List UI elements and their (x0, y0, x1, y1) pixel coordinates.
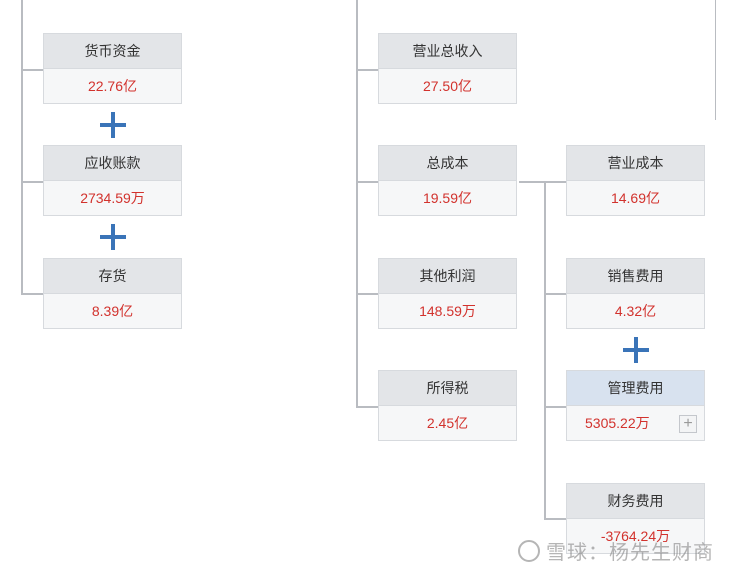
node-accounts-receivable[interactable]: 应收账款 2734.59万 (43, 145, 182, 216)
connector-tax (356, 406, 379, 408)
node-value: 5305.22万 (585, 415, 650, 431)
node-total-revenue[interactable]: 营业总收入 27.50亿 (378, 33, 517, 104)
total-cost-branch (519, 181, 566, 183)
node-title: 其他利润 (379, 259, 516, 294)
node-title: 营业总收入 (379, 34, 516, 69)
node-value: 27.50亿 (422, 78, 473, 94)
connector-revenue (356, 69, 379, 71)
watermark: 雪球：杨先生财商 (518, 536, 714, 565)
node-title: 管理费用 (567, 371, 704, 406)
node-value: 22.76亿 (87, 78, 138, 94)
right-tree-trunk (544, 181, 546, 520)
connector-other-profit (356, 293, 379, 295)
plus-icon (100, 112, 126, 138)
connector-admin-expense (544, 406, 566, 408)
connector-total-cost (356, 181, 379, 183)
node-title: 货币资金 (44, 34, 181, 69)
node-value: 4.32亿 (614, 303, 657, 319)
node-value: 148.59万 (419, 303, 476, 319)
node-title: 总成本 (379, 146, 516, 181)
right-edge-line (715, 0, 716, 120)
node-total-cost[interactable]: 总成本 19.59亿 (378, 145, 517, 216)
node-admin-expense[interactable]: 管理费用 5305.22万 + (566, 370, 705, 441)
node-value: 8.39亿 (91, 303, 134, 319)
node-value: 14.69亿 (610, 190, 661, 206)
node-title: 应收账款 (44, 146, 181, 181)
node-value: 19.59亿 (422, 190, 473, 206)
connector-cash (21, 69, 44, 71)
node-operating-cost[interactable]: 营业成本 14.69亿 (566, 145, 705, 216)
node-title: 所得税 (379, 371, 516, 406)
node-other-profit[interactable]: 其他利润 148.59万 (378, 258, 517, 329)
node-title: 财务费用 (567, 484, 704, 519)
connector-receivables (21, 181, 44, 183)
node-inventory[interactable]: 存货 8.39亿 (43, 258, 182, 329)
plus-icon (100, 224, 126, 250)
plus-icon (623, 337, 649, 363)
node-sales-expense[interactable]: 销售费用 4.32亿 (566, 258, 705, 329)
node-title: 营业成本 (567, 146, 704, 181)
node-finance-expense[interactable]: 财务费用 -3764.24万 (566, 483, 705, 554)
node-value: 2.45亿 (426, 415, 469, 431)
node-cash[interactable]: 货币资金 22.76亿 (43, 33, 182, 104)
snowball-logo-icon (518, 540, 540, 562)
node-value: -3764.24万 (600, 528, 671, 544)
connector-finance-expense (544, 518, 566, 520)
left-tree-trunk (21, 0, 23, 295)
watermark-text: 雪球：杨先生财商 (546, 542, 714, 564)
node-income-tax[interactable]: 所得税 2.45亿 (378, 370, 517, 441)
expand-icon[interactable]: + (679, 415, 697, 433)
connector-sales-expense (544, 293, 566, 295)
node-value: 2734.59万 (80, 190, 145, 206)
middle-tree-trunk (356, 0, 358, 408)
node-title: 存货 (44, 259, 181, 294)
connector-inventory (21, 293, 44, 295)
node-title: 销售费用 (567, 259, 704, 294)
